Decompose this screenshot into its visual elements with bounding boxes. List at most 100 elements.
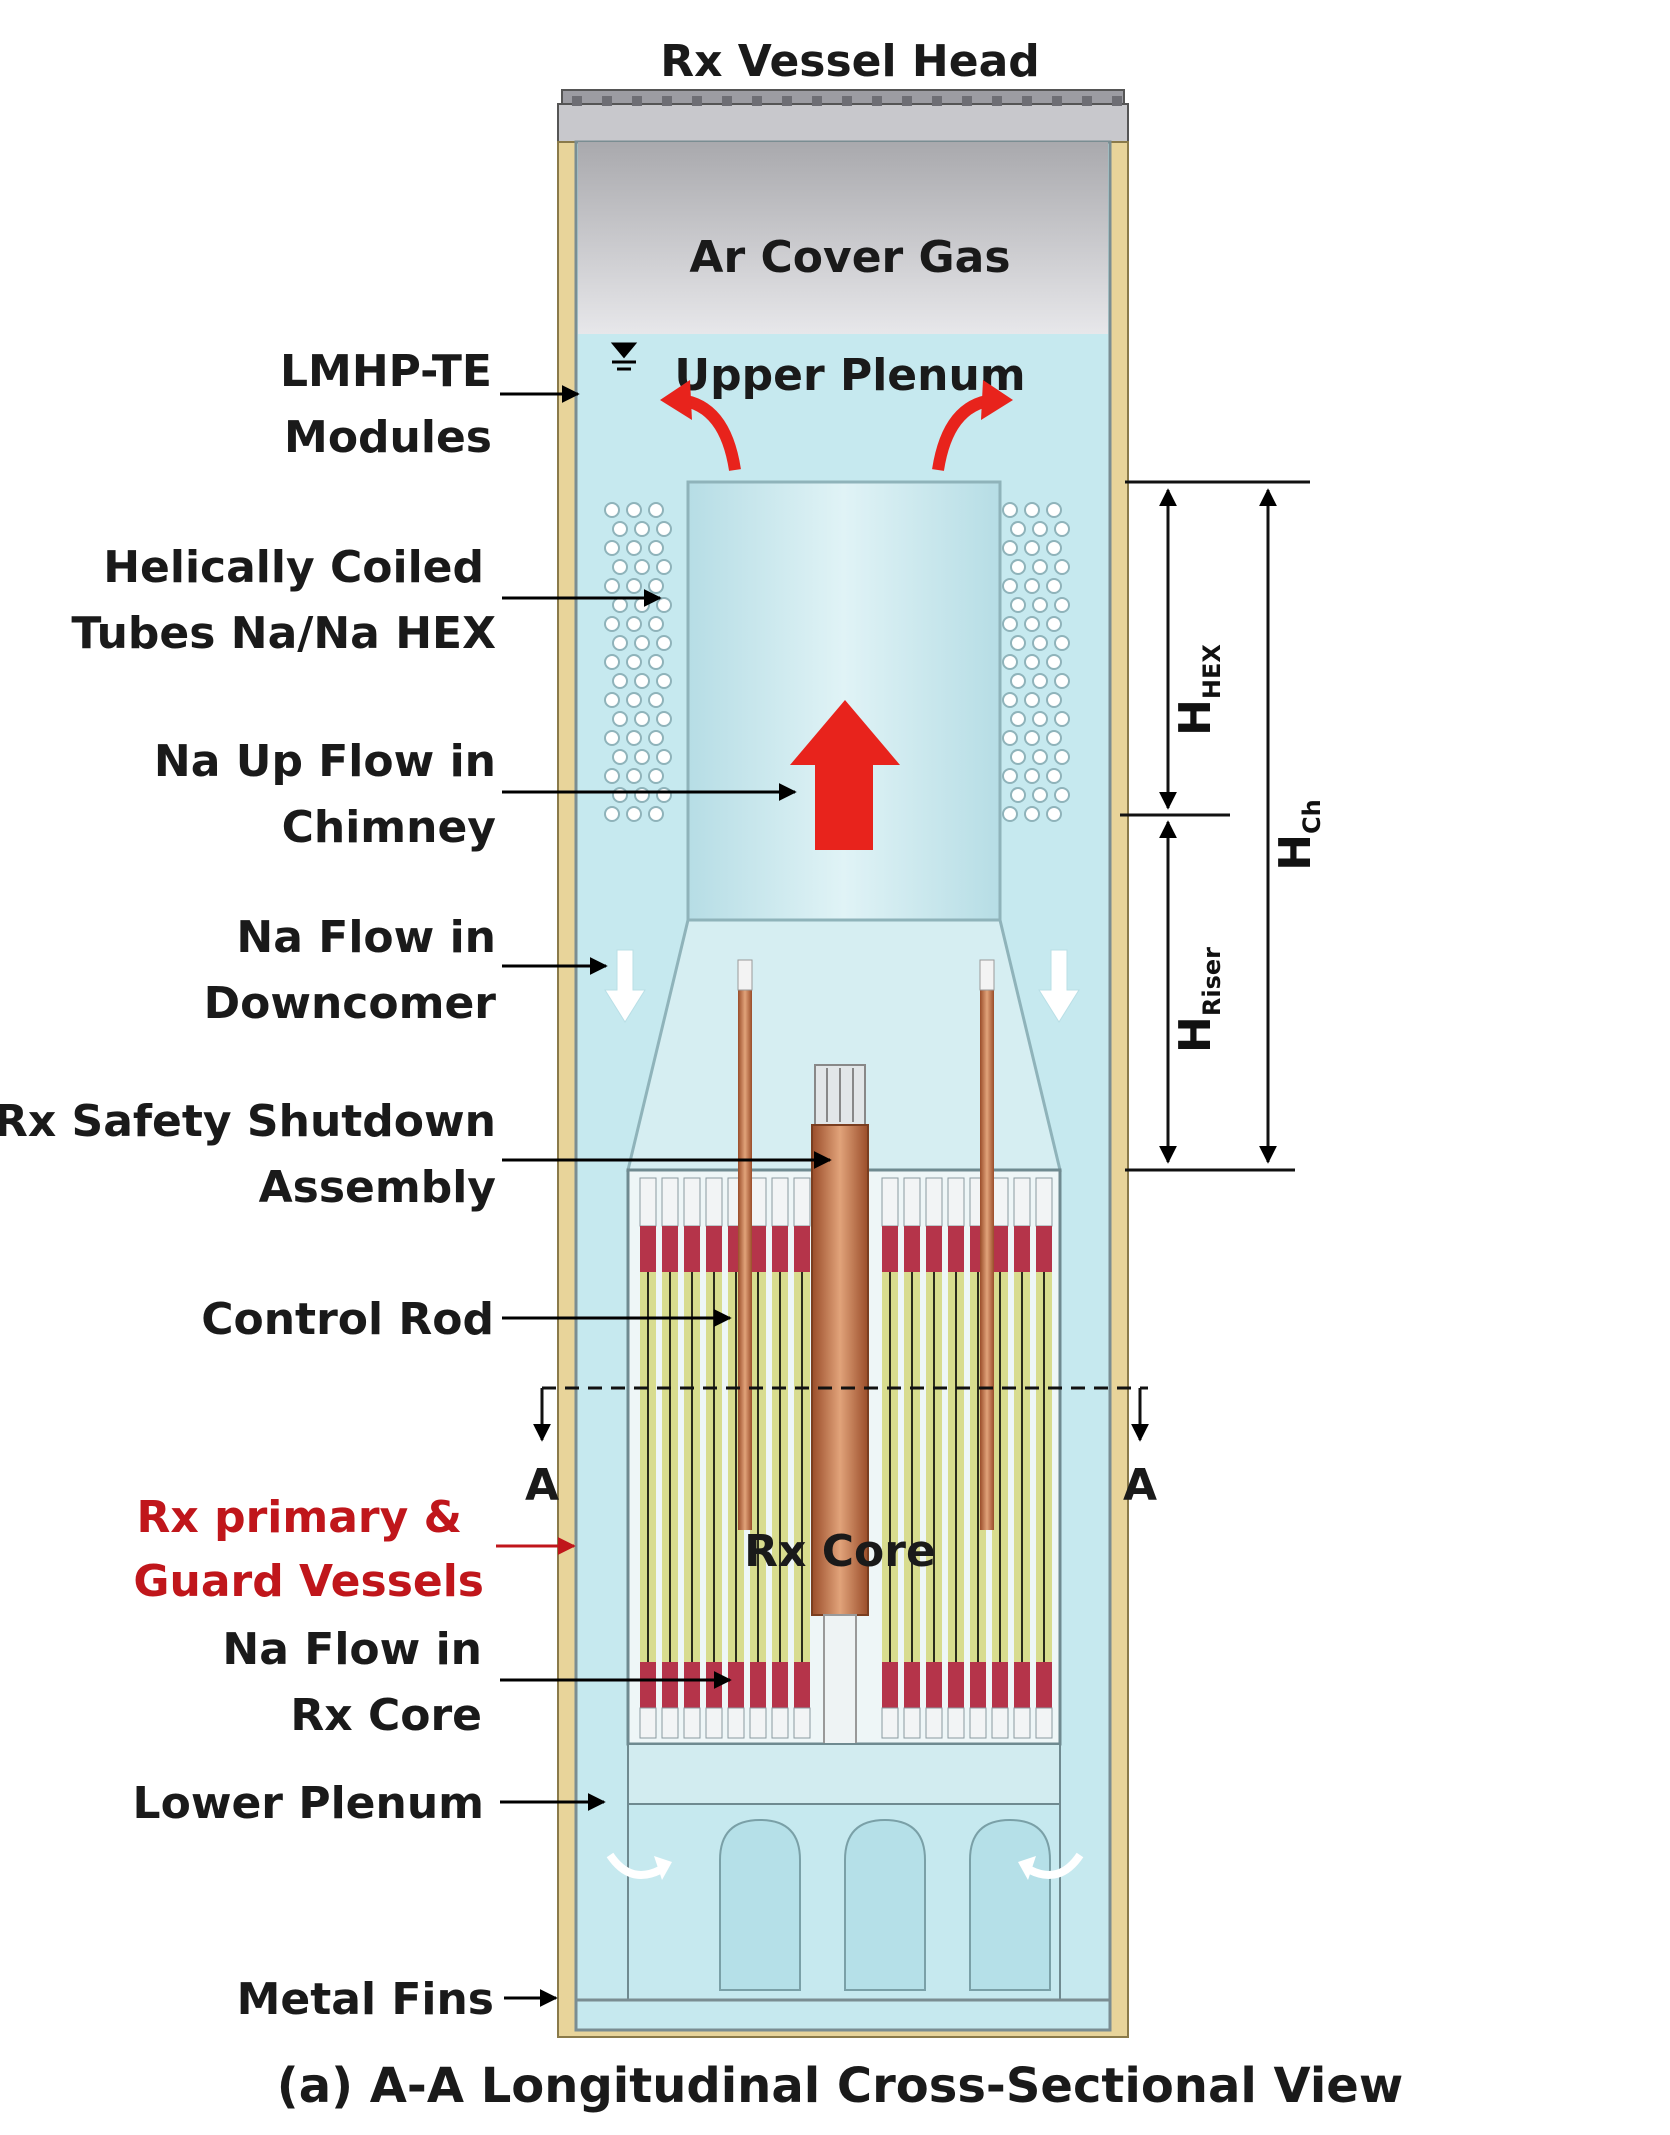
hex-tube	[1002, 502, 1018, 518]
hex-tube	[1054, 597, 1070, 613]
hex-tube	[1010, 711, 1026, 727]
hex-tube	[612, 597, 628, 613]
figure-caption: (a) A-A Longitudinal Cross-Sectional Vie…	[277, 2058, 1403, 2114]
hex-tube	[1032, 711, 1048, 727]
hex-tube	[1010, 635, 1026, 651]
callout-shutdown: Rx Safety Shutdown Assembly	[0, 1096, 832, 1213]
head-bolt	[752, 96, 762, 106]
hex-tube	[1054, 559, 1070, 575]
hex-tube	[626, 806, 642, 822]
svg-text:Metal Fins: Metal Fins	[237, 1974, 494, 2025]
hex-tube-bundle-right	[1002, 502, 1070, 822]
hex-tube	[648, 730, 664, 746]
hex-tube-bundle-left	[604, 502, 672, 822]
hex-tube	[612, 521, 628, 537]
dimension-h-riser: HRiser	[1170, 947, 1226, 1053]
fuel-pin	[793, 1177, 811, 1739]
head-bolt	[962, 96, 972, 106]
hex-tube	[634, 635, 650, 651]
hex-tube	[1054, 635, 1070, 651]
svg-text:HHEX: HHEX	[1170, 644, 1226, 736]
hex-tube	[604, 578, 620, 594]
hex-tube	[1010, 787, 1026, 803]
svg-text:Na Flow in: Na Flow in	[222, 1624, 482, 1675]
svg-text:Control Rod: Control Rod	[201, 1294, 494, 1345]
head-bolt	[1082, 96, 1092, 106]
svg-text:Chimney: Chimney	[282, 802, 496, 853]
rx-core-label: Rx Core	[744, 1526, 936, 1577]
hex-tube	[612, 787, 628, 803]
hex-tube	[1046, 502, 1062, 518]
svg-text:Rx Safety Shutdown: Rx Safety Shutdown	[0, 1096, 496, 1147]
head-bolt	[1022, 96, 1032, 106]
hex-tube	[1002, 540, 1018, 556]
hex-tube	[612, 635, 628, 651]
callout-primary-guard-vessels: Rx primary & Guard Vessels	[133, 1492, 576, 1607]
hex-tube	[1054, 749, 1070, 765]
hex-tube	[1054, 521, 1070, 537]
hex-tube	[1002, 806, 1018, 822]
hex-tube	[604, 692, 620, 708]
hex-tube	[1046, 654, 1062, 670]
dimension-h-ch: HCh	[1270, 799, 1326, 871]
head-bolt	[722, 96, 732, 106]
head-bolt	[992, 96, 1002, 106]
hex-tube	[626, 692, 642, 708]
hex-tube	[626, 730, 642, 746]
hex-tube	[648, 806, 664, 822]
vessel-head	[557, 89, 1129, 143]
downcomer-flow-arrows	[604, 949, 1080, 1023]
hex-tube	[1024, 768, 1040, 784]
hex-tube	[656, 749, 672, 765]
hex-tube	[1010, 521, 1026, 537]
hex-tube	[1046, 540, 1062, 556]
hex-tube	[604, 730, 620, 746]
hex-tube	[1010, 673, 1026, 689]
head-bolt	[812, 96, 822, 106]
head-bolt	[572, 96, 582, 106]
hex-tube	[634, 559, 650, 575]
hex-tube	[648, 540, 664, 556]
section-label-left: A	[525, 1460, 559, 1511]
safety-shutdown-assembly	[811, 1064, 869, 1746]
svg-text:LMHP-TE: LMHP-TE	[280, 346, 492, 397]
lower-plenum	[606, 1743, 1084, 2001]
dimension-lines	[1120, 480, 1310, 1172]
hex-tube	[612, 711, 628, 727]
hex-tube	[1046, 730, 1062, 746]
hex-tube	[656, 673, 672, 689]
hex-tube	[604, 806, 620, 822]
hex-tube	[1046, 768, 1062, 784]
callout-chimney: Na Up Flow in Chimney	[154, 736, 797, 853]
head-bolt	[662, 96, 672, 106]
hex-tube	[626, 502, 642, 518]
liquid-level-icon	[610, 342, 638, 371]
hex-tube	[626, 654, 642, 670]
control-rods	[737, 959, 995, 1530]
hex-tube	[612, 673, 628, 689]
hex-tube	[1024, 692, 1040, 708]
svg-text:Assembly: Assembly	[259, 1162, 496, 1213]
hex-tube	[604, 502, 620, 518]
hex-tube	[1054, 787, 1070, 803]
hex-tube	[1032, 521, 1048, 537]
hex-tube	[1024, 540, 1040, 556]
hex-tube	[612, 749, 628, 765]
hex-tube	[626, 768, 642, 784]
svg-text:Guard Vessels: Guard Vessels	[133, 1556, 484, 1607]
dimension-h-hex: HHEX	[1170, 644, 1226, 736]
vessel-bottom	[574, 1998, 1112, 2032]
hex-tube	[1024, 806, 1040, 822]
hex-tube	[1046, 806, 1062, 822]
fuel-pin	[749, 1177, 767, 1739]
head-bolt	[1112, 96, 1122, 106]
svg-text:Modules: Modules	[284, 412, 492, 463]
hex-tube	[634, 711, 650, 727]
hex-tube	[1024, 502, 1040, 518]
hex-tube	[656, 635, 672, 651]
upper-plenum-label: Upper Plenum	[674, 350, 1025, 401]
hex-tube	[1002, 654, 1018, 670]
hex-tube	[656, 521, 672, 537]
hex-tube	[1032, 559, 1048, 575]
svg-text:Rx primary &: Rx primary &	[137, 1492, 462, 1543]
